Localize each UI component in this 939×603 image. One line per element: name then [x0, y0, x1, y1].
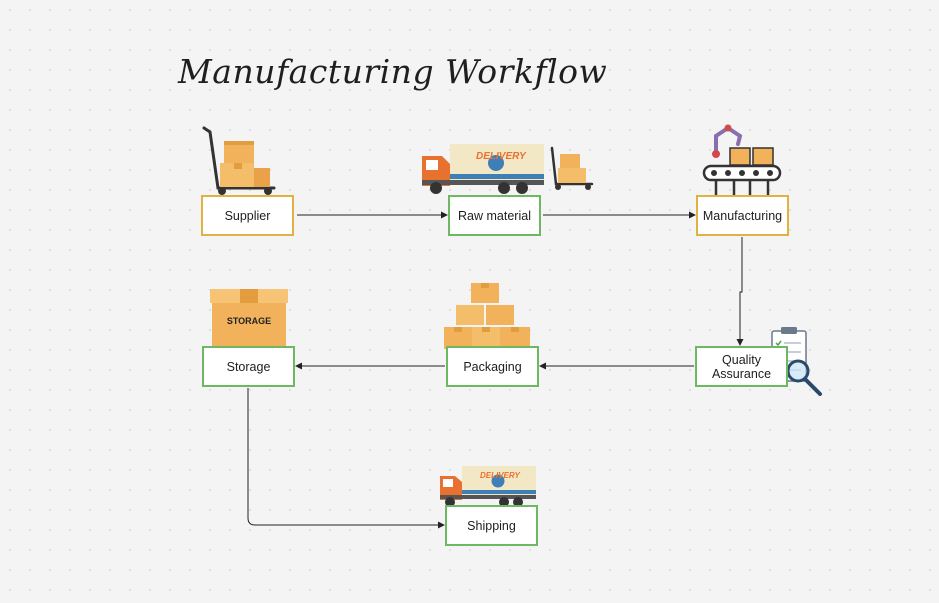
node-supplier[interactable]: Supplier	[201, 195, 294, 236]
stacked-boxes-icon	[444, 283, 530, 349]
storage-label: STORAGE	[227, 316, 271, 326]
delivery-truck-icon: DELIVERY	[422, 144, 544, 194]
node-storage[interactable]: Storage	[202, 346, 295, 387]
storage-box-icon: STORAGE	[210, 289, 288, 349]
node-storage-label: Storage	[226, 359, 271, 374]
edge-storage-to-shipping	[247, 388, 445, 529]
delivery-label: DELIVERY	[476, 151, 527, 162]
node-shipping[interactable]: Shipping	[445, 505, 538, 546]
node-packaging-label: Packaging	[463, 359, 522, 374]
node-quality-label-line1: Quality	[722, 352, 761, 367]
edge-manufacturing-to-quality	[736, 237, 744, 346]
node-supplier-label: Supplier	[224, 208, 271, 223]
shipping-truck-icon: DELIVERY	[440, 466, 536, 507]
shipping-delivery-label: DELIVERY	[480, 471, 521, 480]
node-manufacturing-label: Manufacturing	[702, 208, 783, 223]
node-raw-material-label: Raw material	[458, 208, 531, 223]
node-packaging[interactable]: Packaging	[446, 346, 539, 387]
diagram-title: Manufacturing Workflow	[178, 52, 608, 91]
conveyor-robot-icon	[702, 124, 782, 198]
small-hand-truck-icon	[550, 146, 594, 190]
node-quality-label-line2: Assurance	[711, 366, 772, 381]
hand-truck-icon	[202, 126, 276, 195]
node-quality-assurance[interactable]: Quality Assurance	[695, 346, 788, 387]
node-shipping-label: Shipping	[467, 518, 516, 533]
node-raw-material[interactable]: Raw material	[448, 195, 541, 236]
node-manufacturing[interactable]: Manufacturing	[696, 195, 789, 236]
